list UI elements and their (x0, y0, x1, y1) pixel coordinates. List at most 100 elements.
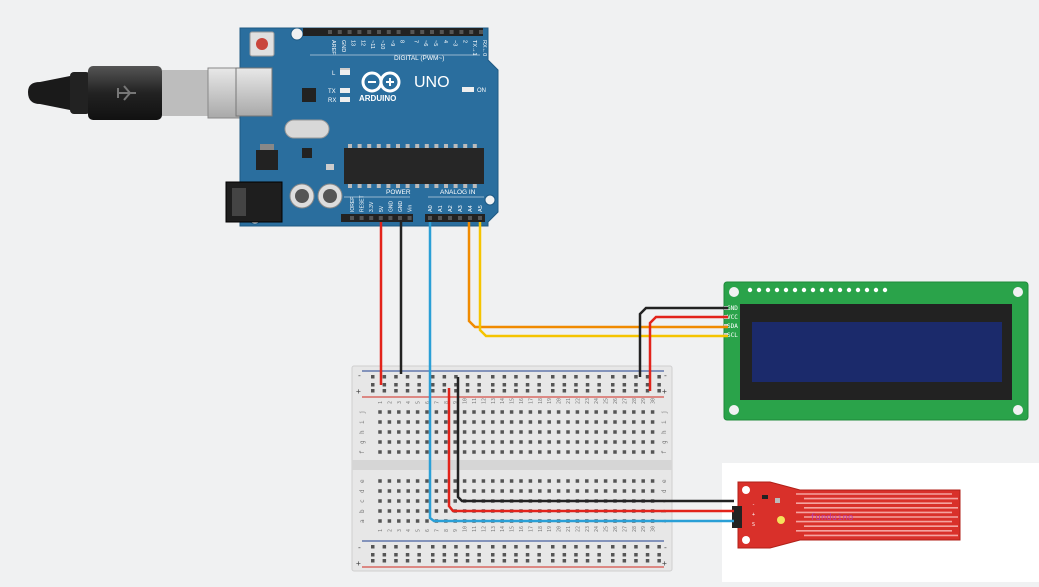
breadboard-hole[interactable] (528, 410, 533, 414)
rail-hole[interactable] (502, 545, 507, 549)
breadboard-hole[interactable] (491, 440, 495, 444)
breadboard-hole[interactable] (538, 450, 542, 454)
rail-hole[interactable] (597, 375, 601, 379)
rail-hole[interactable] (611, 389, 615, 393)
header-pin[interactable] (359, 216, 364, 220)
wire-lcd-gnd-to-rail[interactable] (638, 306, 728, 377)
rail-hole[interactable] (394, 383, 398, 387)
header-pin[interactable] (367, 30, 372, 34)
header-pin[interactable] (350, 216, 354, 220)
rail-hole[interactable] (645, 375, 650, 379)
breadboard-hole[interactable] (641, 420, 645, 424)
breadboard-hole[interactable] (462, 440, 467, 444)
breadboard-hole[interactable] (641, 479, 645, 483)
breadboard-hole[interactable] (425, 489, 429, 493)
breadboard-hole[interactable] (425, 509, 429, 513)
breadboard-hole[interactable] (594, 410, 598, 414)
breadboard-hole[interactable] (650, 440, 655, 444)
rail-hole[interactable] (551, 545, 555, 549)
breadboard-hole[interactable] (415, 479, 420, 483)
breadboard-hole[interactable] (538, 479, 542, 483)
rail-hole[interactable] (597, 383, 601, 387)
rail-hole[interactable] (417, 545, 421, 549)
rail-hole[interactable] (477, 553, 481, 557)
breadboard-hole[interactable] (509, 410, 514, 414)
breadboard-hole[interactable] (500, 410, 504, 414)
breadboard-hole[interactable] (594, 440, 598, 444)
breadboard-hole[interactable] (453, 450, 457, 454)
breadboard-hole[interactable] (378, 410, 382, 414)
rail-hole[interactable] (431, 389, 435, 393)
rail-hole[interactable] (562, 375, 567, 379)
breadboard-hole[interactable] (397, 420, 401, 424)
breadboard-hole[interactable] (378, 420, 382, 424)
rail-hole[interactable] (394, 553, 398, 557)
rail-hole[interactable] (622, 389, 627, 393)
rail-hole[interactable] (417, 553, 421, 557)
breadboard-hole[interactable] (603, 420, 608, 424)
breadboard-hole[interactable] (613, 430, 617, 434)
breadboard-hole[interactable] (547, 430, 551, 434)
rail-hole[interactable] (645, 553, 650, 557)
rail-hole[interactable] (514, 545, 518, 549)
breadboard-hole[interactable] (462, 410, 467, 414)
rail-hole[interactable] (405, 389, 410, 393)
breadboard-hole[interactable] (509, 420, 514, 424)
breadboard-hole[interactable] (519, 479, 523, 483)
breadboard-hole[interactable] (387, 489, 392, 493)
breadboard-hole[interactable] (491, 489, 495, 493)
rail-hole[interactable] (371, 559, 375, 563)
header-pin[interactable] (428, 216, 432, 220)
rail-hole[interactable] (477, 559, 481, 563)
rail-hole[interactable] (562, 553, 567, 557)
water-level-sensor[interactable]: funduino - + S (732, 481, 961, 549)
rail-hole[interactable] (537, 545, 541, 549)
rail-hole[interactable] (537, 553, 541, 557)
breadboard-hole[interactable] (387, 509, 392, 513)
breadboard-hole[interactable] (585, 430, 589, 434)
rail-hole[interactable] (371, 375, 375, 379)
header-pin[interactable] (357, 30, 362, 34)
rail-hole[interactable] (431, 375, 435, 379)
breadboard-hole[interactable] (453, 430, 457, 434)
breadboard-hole[interactable] (622, 430, 627, 434)
breadboard-hole[interactable] (500, 450, 504, 454)
breadboard-hole[interactable] (378, 440, 382, 444)
header-pin[interactable] (459, 30, 464, 34)
breadboard-hole[interactable] (641, 430, 645, 434)
breadboard-hole[interactable] (528, 430, 533, 434)
header-pin[interactable] (438, 216, 442, 220)
breadboard-hole[interactable] (632, 450, 636, 454)
breadboard-hole[interactable] (622, 450, 627, 454)
rail-hole[interactable] (574, 375, 578, 379)
breadboard-hole[interactable] (585, 479, 589, 483)
breadboard-hole[interactable] (519, 430, 523, 434)
breadboard-hole[interactable] (434, 450, 439, 454)
rail-hole[interactable] (477, 389, 481, 393)
rail-hole[interactable] (371, 383, 375, 387)
breadboard-hole[interactable] (538, 420, 542, 424)
breadboard-hole[interactable] (622, 440, 627, 444)
rail-hole[interactable] (574, 545, 578, 549)
rail-hole[interactable] (405, 383, 410, 387)
rail-hole[interactable] (574, 383, 578, 387)
breadboard-hole[interactable] (519, 489, 523, 493)
rail-hole[interactable] (634, 375, 638, 379)
breadboard-hole[interactable] (481, 479, 486, 483)
rail-hole[interactable] (442, 389, 447, 393)
breadboard-hole[interactable] (650, 410, 655, 414)
breadboard-hole[interactable] (594, 489, 598, 493)
breadboard-hole[interactable] (472, 410, 476, 414)
breadboard-hole[interactable] (397, 430, 401, 434)
rail-hole[interactable] (645, 383, 650, 387)
rail-hole[interactable] (611, 375, 615, 379)
rail-hole[interactable] (514, 375, 518, 379)
breadboard-hole[interactable] (444, 499, 448, 503)
breadboard-hole[interactable] (585, 440, 589, 444)
rail-hole[interactable] (634, 383, 638, 387)
breadboard-hole[interactable] (603, 479, 608, 483)
breadboard-hole[interactable] (519, 450, 523, 454)
breadboard-hole[interactable] (613, 420, 617, 424)
rail-hole[interactable] (371, 389, 375, 393)
